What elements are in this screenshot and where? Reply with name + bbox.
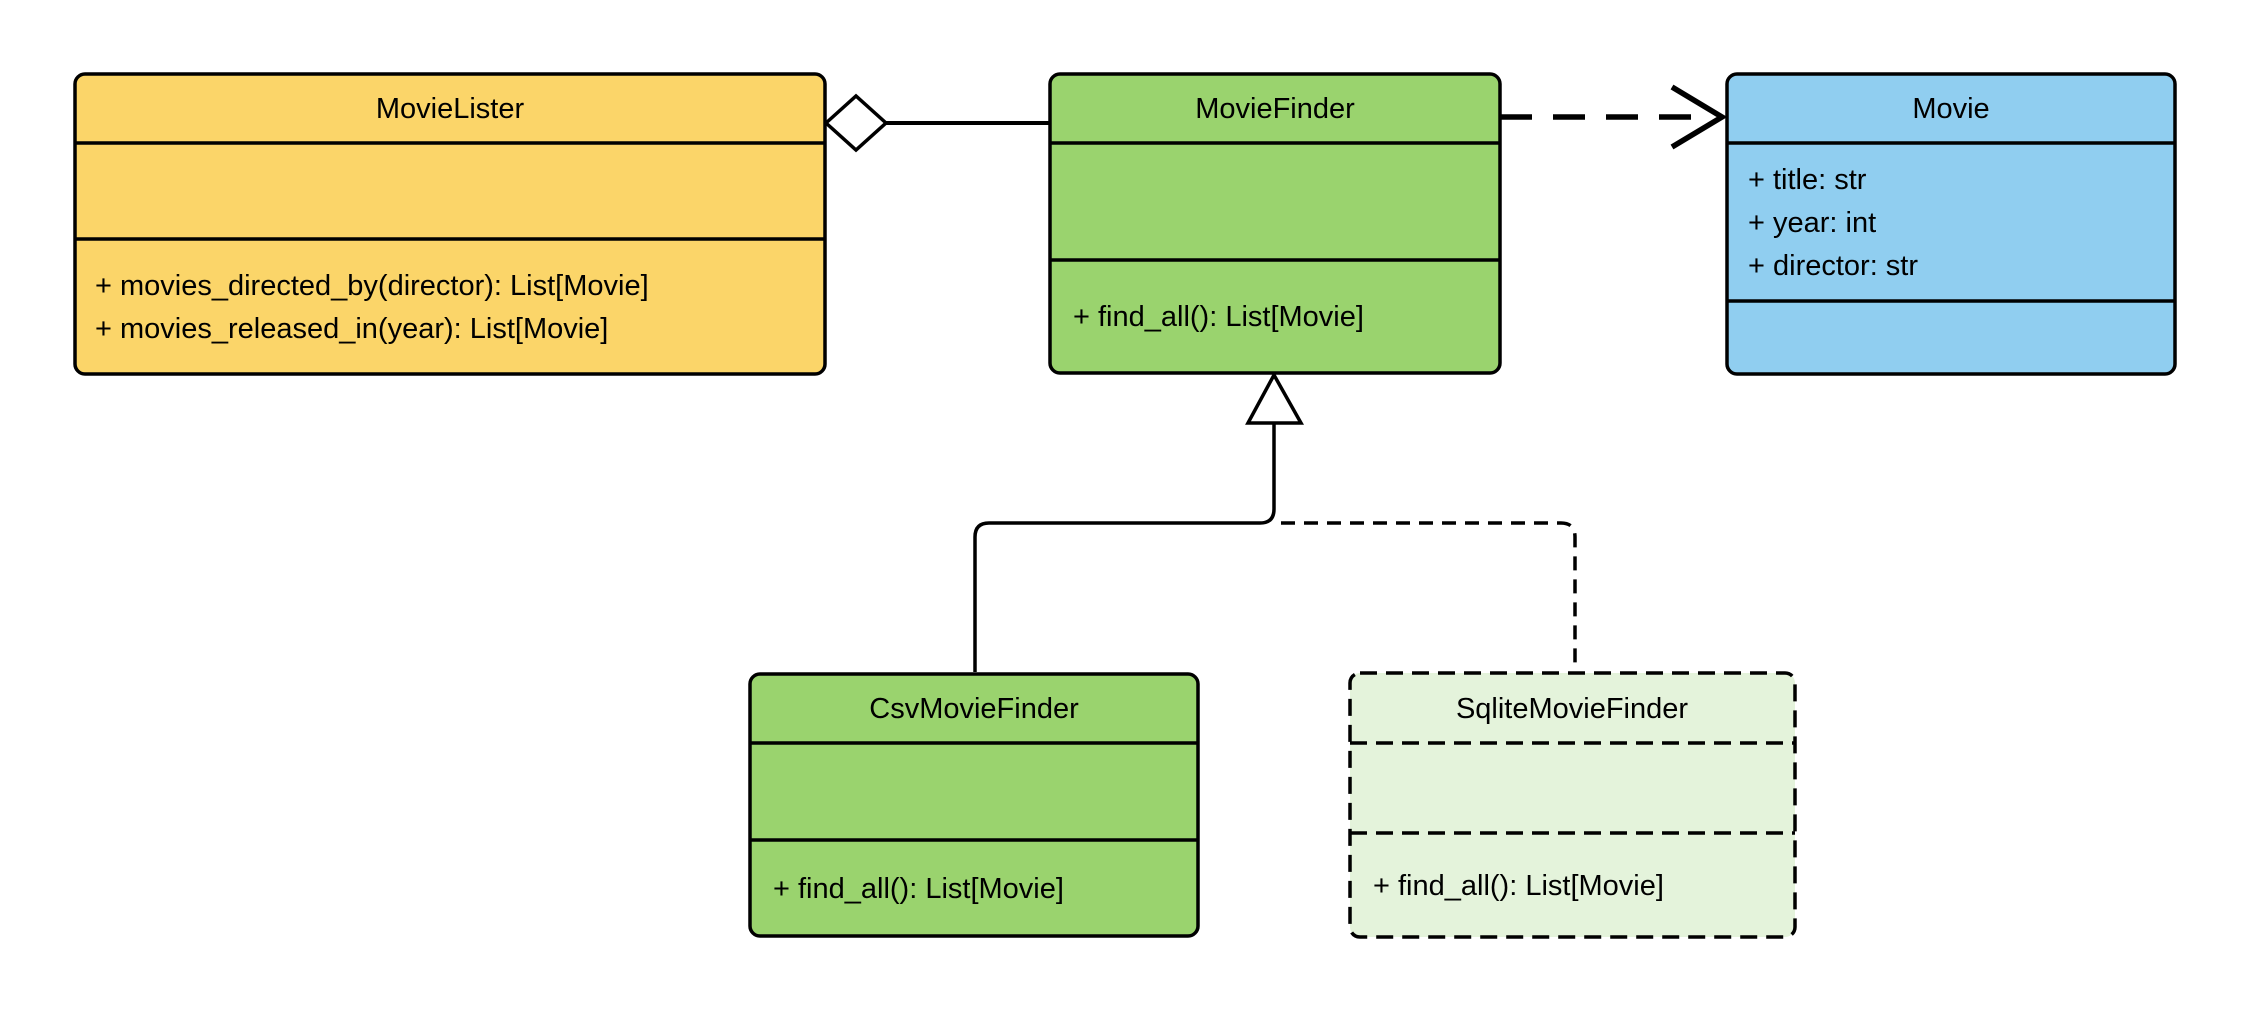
class-moviefinder[interactable]: MovieFinder + find_all(): List[Movie]	[1048, 72, 1502, 375]
inheritance-triangle-icon	[1245, 371, 1304, 425]
movielister-method-1: + movies_directed_by(director): List[Mov…	[95, 270, 649, 302]
inheritance-dashed-line	[1281, 521, 1577, 671]
dependency-arrowhead-icon	[1670, 84, 1728, 150]
movie-attribute-3: + director: str	[1748, 250, 1918, 282]
edge-dependency-moviefinder-movie[interactable]	[1500, 84, 1728, 150]
csvmoviefinder-method-1: + find_all(): List[Movie]	[773, 873, 1064, 905]
movielister-method-2: + movies_released_in(year): List[Movie]	[95, 313, 608, 345]
class-sqlitemoviefinder-name: SqliteMovieFinder	[1456, 693, 1688, 725]
sqlitemoviefinder-method-1: + find_all(): List[Movie]	[1373, 870, 1664, 902]
class-moviefinder-name: MovieFinder	[1195, 93, 1355, 125]
class-moviefinder-box[interactable]	[1048, 72, 1502, 375]
edge-inheritance-sqlitemoviefinder-moviefinder[interactable]	[1281, 521, 1577, 671]
class-csvmoviefinder[interactable]: CsvMovieFinder + find_all(): List[Movie]	[748, 672, 1200, 938]
movie-attribute-2: + year: int	[1748, 207, 1876, 239]
class-sqlitemoviefinder-box[interactable]	[1348, 671, 1797, 939]
moviefinder-method-1: + find_all(): List[Movie]	[1073, 301, 1364, 333]
class-movie-name: Movie	[1912, 93, 1989, 125]
class-movie[interactable]: Movie + title: str + year: int + directo…	[1725, 72, 2177, 376]
inheritance-solid-line	[973, 423, 1276, 672]
edge-inheritance-csvmoviefinder-moviefinder[interactable]	[973, 371, 1304, 672]
movie-attribute-1: + title: str	[1748, 164, 1867, 196]
class-movielister-box[interactable]	[73, 72, 827, 376]
class-movielister[interactable]: MovieLister + movies_directed_by(directo…	[73, 72, 827, 376]
class-csvmoviefinder-box[interactable]	[748, 672, 1200, 938]
edge-aggregation-movielister-moviefinder[interactable]	[823, 93, 1050, 153]
aggregation-diamond-icon	[823, 93, 889, 153]
class-movielister-name: MovieLister	[376, 93, 525, 125]
class-sqlitemoviefinder[interactable]: SqliteMovieFinder + find_all(): List[Mov…	[1348, 671, 1797, 939]
class-csvmoviefinder-name: CsvMovieFinder	[869, 693, 1079, 725]
class-movie-box[interactable]	[1725, 72, 2177, 376]
